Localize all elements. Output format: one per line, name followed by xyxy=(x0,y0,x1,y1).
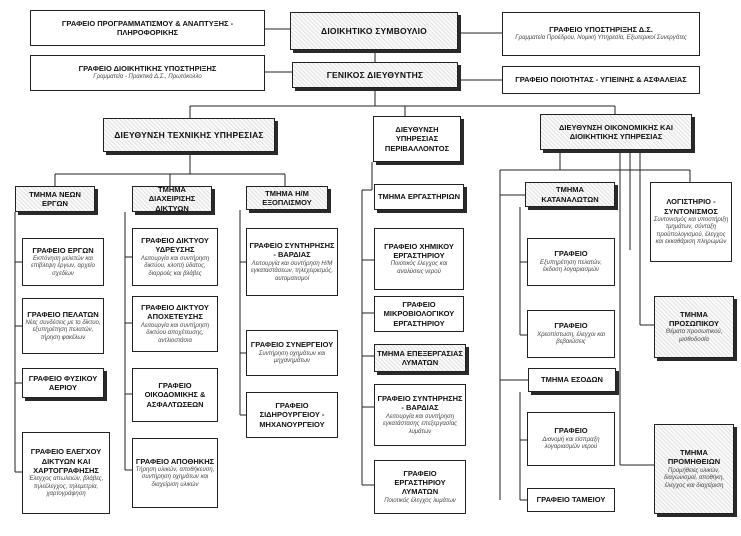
sewer-network-office: ΓΡΑΦΕΙΟ ΔΙΚΤΥΟΥ ΑΠΟΧΕΤΕΥΣΗΣ Λειτουργία κ… xyxy=(132,296,218,352)
gas-office: ΓΡΑΦΕΙΟ ΦΥΣΙΚΟΥ ΑΕΡΙΟΥ xyxy=(22,368,104,398)
finance-directorate-title: ΔΙΕΥΘΥΝΣΗ ΟΙΚΟΝΟΜΙΚΗΣ ΚΑΙ ΔΙΟΙΚΗΤΙΚΗΣ ΥΠ… xyxy=(559,122,673,141)
water-office-subtitle: Λειτουργία και συντήρηση δικτύου, κλοπή … xyxy=(140,255,210,277)
labs-dept-title: ΤΜΗΜΑ ΕΡΓΑΣΤΗΡΙΩΝ xyxy=(377,192,461,202)
billing-office: ΓΡΑΦΕΙΟ Χρεοπίστωση, έλεγχοι και βεβαιώσ… xyxy=(527,310,615,358)
works-office: ΓΡΑΦΕΙΟ ΕΡΓΩΝ Εκπόνηση μελετών και επίβλ… xyxy=(22,238,104,286)
chem-lab-subtitle: Ποιοτικός έλεγχος και αναλύσεις νερού xyxy=(390,261,448,275)
personnel-dept-title: ΤΜΗΜΑ ΠΡΟΣΩΠΙΚΟΥ xyxy=(669,309,719,328)
wastewater-dept: ΤΜΗΜΑ ΕΠΕΞΕΡΓΑΣΙΑΣ ΛΥΜΑΤΩΝ xyxy=(374,344,466,372)
wastewater-dept-title: ΤΜΗΜΑ ΕΠΕΞΕΡΓΑΣΙΑΣ ΛΥΜΑΤΩΝ xyxy=(377,348,463,367)
procurement-dept-subtitle: Προμήθειες υλικών, διαγωνισμοί, αποθήκη,… xyxy=(663,467,725,489)
warehouse-office: ΓΡΑΦΕΙΟ ΑΠΟΘΗΚΗΣ Τήρηση υλικών, αποθήκευ… xyxy=(132,438,218,508)
board-title: ΔΙΟΙΚΗΤΙΚΟ ΣΥΜΒΟΥΛΙΟ xyxy=(321,25,427,36)
chem-lab-office: ΓΡΑΦΕΙΟ ΧΗΜΙΚΟΥ ΕΡΓΑΣΤΗΡΙΟΥ Ποιοτικός έλ… xyxy=(374,228,464,290)
collections-office: ΓΡΑΦΕΙΟ Διανομή και είσπραξη λογαριασμών… xyxy=(527,412,615,466)
tools-office-subtitle: Συντήρηση οχημάτων και μηχανημάτων xyxy=(258,350,326,365)
board-support-subtitle: Γραμματεία Προέδρου, Νομική Υπηρεσία, Εξ… xyxy=(515,35,687,42)
general-director: ΓΕΝΙΚΟΣ ΔΙΕΥΘΥΝΤΗΣ xyxy=(292,62,458,88)
revenue-dept-title: ΤΜΗΜΑ ΕΣΟΔΩΝ xyxy=(541,375,603,385)
cashier-office: ΓΡΑΦΕΙΟ ΤΑΜΕΙΟΥ xyxy=(527,488,615,512)
accounting-dept-title: ΛΟΓΙΣΤΗΡΙΟ - ΣΥΝΤΟΝΙΣΜΟΣ xyxy=(664,197,718,216)
works-office-subtitle: Εκπόνηση μελετών και επίβλεψη έργων, αρχ… xyxy=(31,255,95,277)
tools-office: ΓΡΑΦΕΙΟ ΣΥΝΕΡΓΕΙΟΥ Συντήρηση οχημάτων κα… xyxy=(246,330,338,376)
gas-office-title: ΓΡΑΦΕΙΟ ΦΥΣΙΚΟΥ ΑΕΡΙΟΥ xyxy=(28,373,98,392)
warehouse-office-subtitle: Τήρηση υλικών, αποθήκευση, συντήρηση οχη… xyxy=(135,466,215,488)
personnel-dept-subtitle: Θέματα προσωπικού, μισθοδοσία xyxy=(665,329,723,343)
customers-office: ΓΡΑΦΕΙΟ ΠΕΛΑΤΩΝ Νέες συνδέσεις με το δίκ… xyxy=(22,298,104,354)
collections-office-title: ΓΡΑΦΕΙΟ xyxy=(554,426,588,436)
customers-office-title: ΓΡΑΦΕΙΟ ΠΕΛΑΤΩΝ xyxy=(27,309,99,319)
ceo-title: ΓΕΝΙΚΟΣ ΔΙΕΥΘΥΝΤΗΣ xyxy=(326,69,424,80)
wastewater-lab-office: ΓΡΑΦΕΙΟ ΕΡΓΑΣΤΗΡΙΟΥ ΛΥΜΑΤΩΝ Ποιοτικός έλ… xyxy=(374,460,466,514)
treatment-office-subtitle: Λειτουργία και συντήρηση εγκατάστασης επ… xyxy=(382,413,458,435)
sewer-office-title: ΓΡΑΦΕΙΟ ΔΙΚΤΥΟΥ ΑΠΟΧΕΤΕΥΣΗΣ xyxy=(141,302,209,322)
gis-office-title: ΓΡΑΦΕΙΟ ΕΛΕΓΧΟΥ ΔΙΚΤΥΩΝ ΚΑΙ ΧΑΡΤΟΓΡΑΦΗΣΗ… xyxy=(30,447,102,475)
info-office-title: ΓΡΑΦΕΙΟ xyxy=(554,249,588,259)
wastewater-lab-subtitle: Ποιοτικός έλεγχος λυμάτων xyxy=(384,497,456,504)
consumers-dept-title: ΤΜΗΜΑ ΚΑΤΑΝΑΛΩΤΩΝ xyxy=(541,185,599,204)
building-office: ΓΡΑΦΕΙΟ ΟΙΚΟΔΟΜΙΚΗΣ & ΑΣΦΑΛΤΩΣΕΩΝ xyxy=(132,368,218,422)
new-works-dept-title: ΤΜΗΜΑ ΝΕΩΝ ΕΡΓΩΝ xyxy=(29,189,81,208)
procurement-dept-title: ΤΜΗΜΑ ΠΡΟΜΗΘΕΙΩΝ xyxy=(667,447,721,467)
customers-office-subtitle: Νέες συνδέσεις με το δίκτυο, εξυπηρέτηση… xyxy=(25,319,101,341)
admin-support-title: ΓΡΑΦΕΙΟ ΔΙΟΙΚΗΤΙΚΗΣ ΥΠΟΣΤΗΡΙΞΗΣ xyxy=(78,64,217,74)
shifts-office-subtitle: Λειτουργία και συντήρηση Η/Μ εγκαταστάσε… xyxy=(250,260,334,282)
admin-support-subtitle: Γραμματεία - Πρακτικά Δ.Σ., Πρωτόκολλο xyxy=(93,74,202,81)
technical-directorate-title: ΔΙΕΥΘΥΝΣΗ ΤΕΧΝΙΚΗΣ ΥΠΗΡΕΣΙΑΣ xyxy=(114,129,264,140)
gis-office: ΓΡΑΦΕΙΟ ΕΛΕΓΧΟΥ ΔΙΚΤΥΩΝ ΚΑΙ ΧΑΡΤΟΓΡΑΦΗΣΗ… xyxy=(22,432,110,514)
treatment-office-title: ΓΡΑΦΕΙΟ ΣΥΝΤΗΡΗΣΗΣ - ΒΑΡΔΙΑΣ xyxy=(377,393,463,413)
quality-office-title: ΓΡΑΦΕΙΟ ΠΟΙΟΤΗΤΑΣ - ΥΓΙΕΙΝΗΣ & ΑΣΦΑΛΕΙΑΣ xyxy=(515,75,687,85)
gis-office-subtitle: Έλεγχος απωλειών, βλάβες, τηλεέλεγχος, τ… xyxy=(28,476,104,498)
board-of-directors: ΔΙΟΙΚΗΤΙΚΟ ΣΥΜΒΟΥΛΙΟ xyxy=(290,12,458,50)
info-office-subtitle: Εξυπηρέτηση πελατών, έκδοση λογαριασμών xyxy=(539,259,603,274)
consumers-dept: ΤΜΗΜΑ ΚΑΤΑΝΑΛΩΤΩΝ xyxy=(525,182,615,207)
billing-office-title: ΓΡΑΦΕΙΟ xyxy=(554,321,588,331)
admin-support-office: ΓΡΑΦΕΙΟ ΔΙΟΙΚΗΤΙΚΗΣ ΥΠΟΣΤΗΡΙΞΗΣ Γραμματε… xyxy=(30,55,265,91)
micro-lab-office: ΓΡΑΦΕΙΟ ΜΙΚΡΟΒΙΟΛΟΓΙΚΟΥ ΕΡΓΑΣΤΗΡΙΟΥ xyxy=(374,296,464,332)
network-dept-title: ΤΜΗΜΑ ΔΙΑΧΕΙΡΙΣΗΣ ΔΙΚΤΥΩΝ xyxy=(148,186,196,212)
warehouse-office-title: ΓΡΑΦΕΙΟ ΑΠΟΘΗΚΗΣ xyxy=(135,456,215,466)
water-network-office: ΓΡΑΦΕΙΟ ΔΙΚΤΥΟΥ ΥΔΡΕΥΣΗΣ Λειτουργία και … xyxy=(132,228,218,286)
new-works-dept: ΤΜΗΜΑ ΝΕΩΝ ΕΡΓΩΝ xyxy=(15,186,95,212)
wastewater-lab-title: ΓΡΑΦΕΙΟ ΕΡΓΑΣΤΗΡΙΟΥ ΛΥΜΑΤΩΝ xyxy=(394,468,446,497)
workshop-office-title: ΓΡΑΦΕΙΟ ΣΙΔΗΡΟΥΡΓΕΙΟΥ - ΜΗΧΑΝΟΥΡΓΕΙΟΥ xyxy=(259,400,325,429)
works-office-title: ΓΡΑΦΕΙΟ ΕΡΓΩΝ xyxy=(32,245,94,255)
workshop-office: ΓΡΑΦΕΙΟ ΣΙΔΗΡΟΥΡΓΕΙΟΥ - ΜΗΧΑΝΟΥΡΓΕΙΟΥ xyxy=(246,392,338,438)
tools-office-title: ΓΡΑΦΕΙΟ ΣΥΝΕΡΓΕΙΟΥ xyxy=(250,340,334,350)
customer-info-office: ΓΡΑΦΕΙΟ Εξυπηρέτηση πελατών, έκδοση λογα… xyxy=(527,238,615,286)
treatment-office: ΓΡΑΦΕΙΟ ΣΥΝΤΗΡΗΣΗΣ - ΒΑΡΔΙΑΣ Λειτουργία … xyxy=(374,384,466,446)
personnel-dept: ΤΜΗΜΑ ΠΡΟΣΩΠΙΚΟΥ Θέματα προσωπικού, μισθ… xyxy=(654,296,734,358)
chem-lab-title: ΓΡΑΦΕΙΟ ΧΗΜΙΚΟΥ ΕΡΓΑΣΤΗΡΙΟΥ xyxy=(384,241,454,260)
sewer-office-subtitle: Λειτουργία και συντήρηση δικτύου αποχέτε… xyxy=(140,322,210,344)
revenue-dept: ΤΜΗΜΑ ΕΣΟΔΩΝ xyxy=(528,368,616,392)
labs-dept: ΤΜΗΜΑ ΕΡΓΑΣΤΗΡΙΩΝ xyxy=(374,184,464,210)
programming-office: ΓΡΑΦΕΙΟ ΠΡΟΓΡΑΜΜΑΤΙΣΜΟΥ & ΑΝΑΠΤΥΞΗΣ - ΠΛ… xyxy=(30,10,265,46)
accounting-dept-subtitle: Συντονισμός και υποστήριξη τμημάτων, σύν… xyxy=(653,216,729,246)
micro-lab-title: ΓΡΑΦΕΙΟ ΜΙΚΡΟΒΙΟΛΟΓΙΚΟΥ ΕΡΓΑΣΤΗΡΙΟΥ xyxy=(383,299,455,328)
water-office-title: ΓΡΑΦΕΙΟ ΔΙΚΤΥΟΥ ΥΔΡΕΥΣΗΣ xyxy=(141,235,209,255)
network-mgmt-dept: ΤΜΗΜΑ ΔΙΑΧΕΙΡΙΣΗΣ ΔΙΚΤΥΩΝ xyxy=(132,186,212,212)
collections-office-subtitle: Διανομή και είσπραξη λογαριασμών νερού xyxy=(542,436,600,451)
board-support-title: ΓΡΑΦΕΙΟ ΥΠΟΣΤΗΡΙΞΗΣ Δ.Σ. xyxy=(549,25,653,35)
accounting-dept: ΛΟΓΙΣΤΗΡΙΟ - ΣΥΝΤΟΝΙΣΜΟΣ Συντονισμός και… xyxy=(650,182,732,262)
environment-directorate-title: ΔΙΕΥΘΥΝΣΗ ΥΠΗΡΕΣΙΑΣ ΠΕΡΙΒΑΛΛΟΝΤΟΣ xyxy=(384,124,450,153)
procurement-dept: ΤΜΗΜΑ ΠΡΟΜΗΘΕΙΩΝ Προμήθειες υλικών, διαγ… xyxy=(654,424,734,514)
board-support-office: ΓΡΑΦΕΙΟ ΥΠΟΣΤΗΡΙΞΗΣ Δ.Σ. Γραμματεία Προέ… xyxy=(502,12,700,56)
billing-office-subtitle: Χρεοπίστωση, έλεγχοι και βεβαιώσεις xyxy=(537,331,605,346)
finance-directorate: ΔΙΕΥΘΥΝΣΗ ΟΙΚΟΝΟΜΙΚΗΣ ΚΑΙ ΔΙΟΙΚΗΤΙΚΗΣ ΥΠ… xyxy=(540,114,692,150)
shifts-office-title: ΓΡΑΦΕΙΟ ΣΥΝΤΗΡΗΣΗΣ - ΒΑΡΔΙΑΣ xyxy=(249,240,335,260)
quality-office: ΓΡΑΦΕΙΟ ΠΟΙΟΤΗΤΑΣ - ΥΓΙΕΙΝΗΣ & ΑΣΦΑΛΕΙΑΣ xyxy=(502,66,700,94)
building-office-title: ΓΡΑΦΕΙΟ ΟΙΚΟΔΟΜΙΚΗΣ & ΑΣΦΑΛΤΩΣΕΩΝ xyxy=(144,380,206,409)
equipment-dept: ΤΜΗΜΑ Η/Μ ΕΞΟΠΛΙΣΜΟΥ xyxy=(246,186,328,210)
programming-office-title: ΓΡΑΦΕΙΟ ΠΡΟΓΡΑΜΜΑΤΙΣΜΟΥ & ΑΝΑΠΤΥΞΗΣ - ΠΛ… xyxy=(61,18,234,37)
shifts-office: ΓΡΑΦΕΙΟ ΣΥΝΤΗΡΗΣΗΣ - ΒΑΡΔΙΑΣ Λειτουργία … xyxy=(246,228,338,296)
technical-directorate: ΔΙΕΥΘΥΝΣΗ ΤΕΧΝΙΚΗΣ ΥΠΗΡΕΣΙΑΣ xyxy=(103,118,275,152)
equipment-dept-title: ΤΜΗΜΑ Η/Μ ΕΞΟΠΛΙΣΜΟΥ xyxy=(262,188,312,207)
environment-directorate: ΔΙΕΥΘΥΝΣΗ ΥΠΗΡΕΣΙΑΣ ΠΕΡΙΒΑΛΛΟΝΤΟΣ xyxy=(373,116,461,162)
cashier-office-title: ΓΡΑΦΕΙΟ ΤΑΜΕΙΟΥ xyxy=(536,495,606,505)
